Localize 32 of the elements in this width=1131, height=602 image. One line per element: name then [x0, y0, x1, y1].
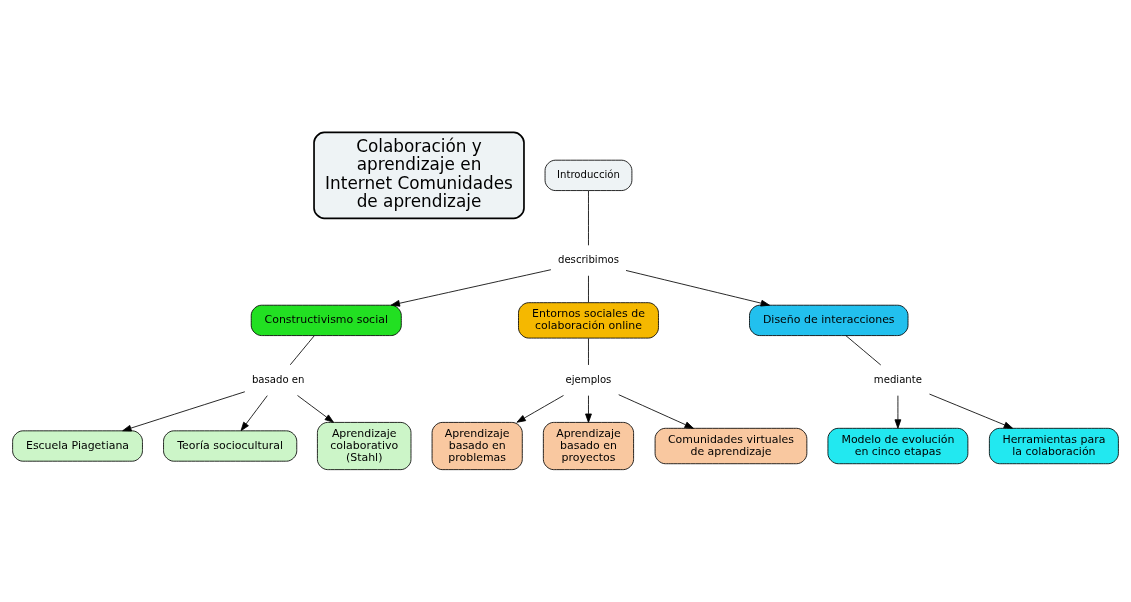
node-box: Diseño de interacciones: [749, 304, 909, 336]
arrow: [240, 395, 268, 432]
arrow: [297, 395, 334, 423]
node-text: mediante: [873, 373, 922, 385]
connector: [588, 190, 589, 246]
arrow: [618, 394, 694, 429]
arrow: [122, 391, 246, 432]
arrow: [585, 395, 592, 423]
node-box: Comunidades virtuales de aprendizaje: [654, 427, 808, 465]
connector: [845, 335, 882, 366]
arrow: [390, 269, 552, 307]
node-text: basado en: [251, 373, 305, 385]
node-text: describimos: [558, 254, 619, 266]
arrow: [929, 393, 1013, 429]
node-box: Escuela Piagetiana: [12, 430, 143, 462]
arrow: [625, 270, 770, 307]
arrow: [894, 395, 902, 429]
arrow: [516, 395, 564, 423]
node-box: Herramientas para la colaboración: [988, 427, 1119, 465]
node-box: Modelo de evolución en cinco etapas: [827, 427, 969, 465]
node-box: Colaboración y aprendizaje en Internet Comunidades de aprendizaje: [313, 131, 525, 220]
connector: [588, 337, 589, 366]
connector: [289, 335, 315, 366]
node-box: Constructivismo social: [250, 304, 402, 336]
node-box: Aprendizaje colaborativo (Stahl): [317, 422, 412, 471]
node-box: Introducción: [544, 159, 633, 191]
node-box: Aprendizaje basado en problemas: [431, 422, 523, 471]
node-box: Entornos sociales de colaboración online: [518, 302, 659, 339]
node-box: Teoría sociocultural: [163, 430, 298, 462]
connector: [588, 275, 589, 303]
node-box: Aprendizaje basado en proyectos: [542, 422, 634, 471]
node-text: ejemplos: [565, 373, 612, 385]
